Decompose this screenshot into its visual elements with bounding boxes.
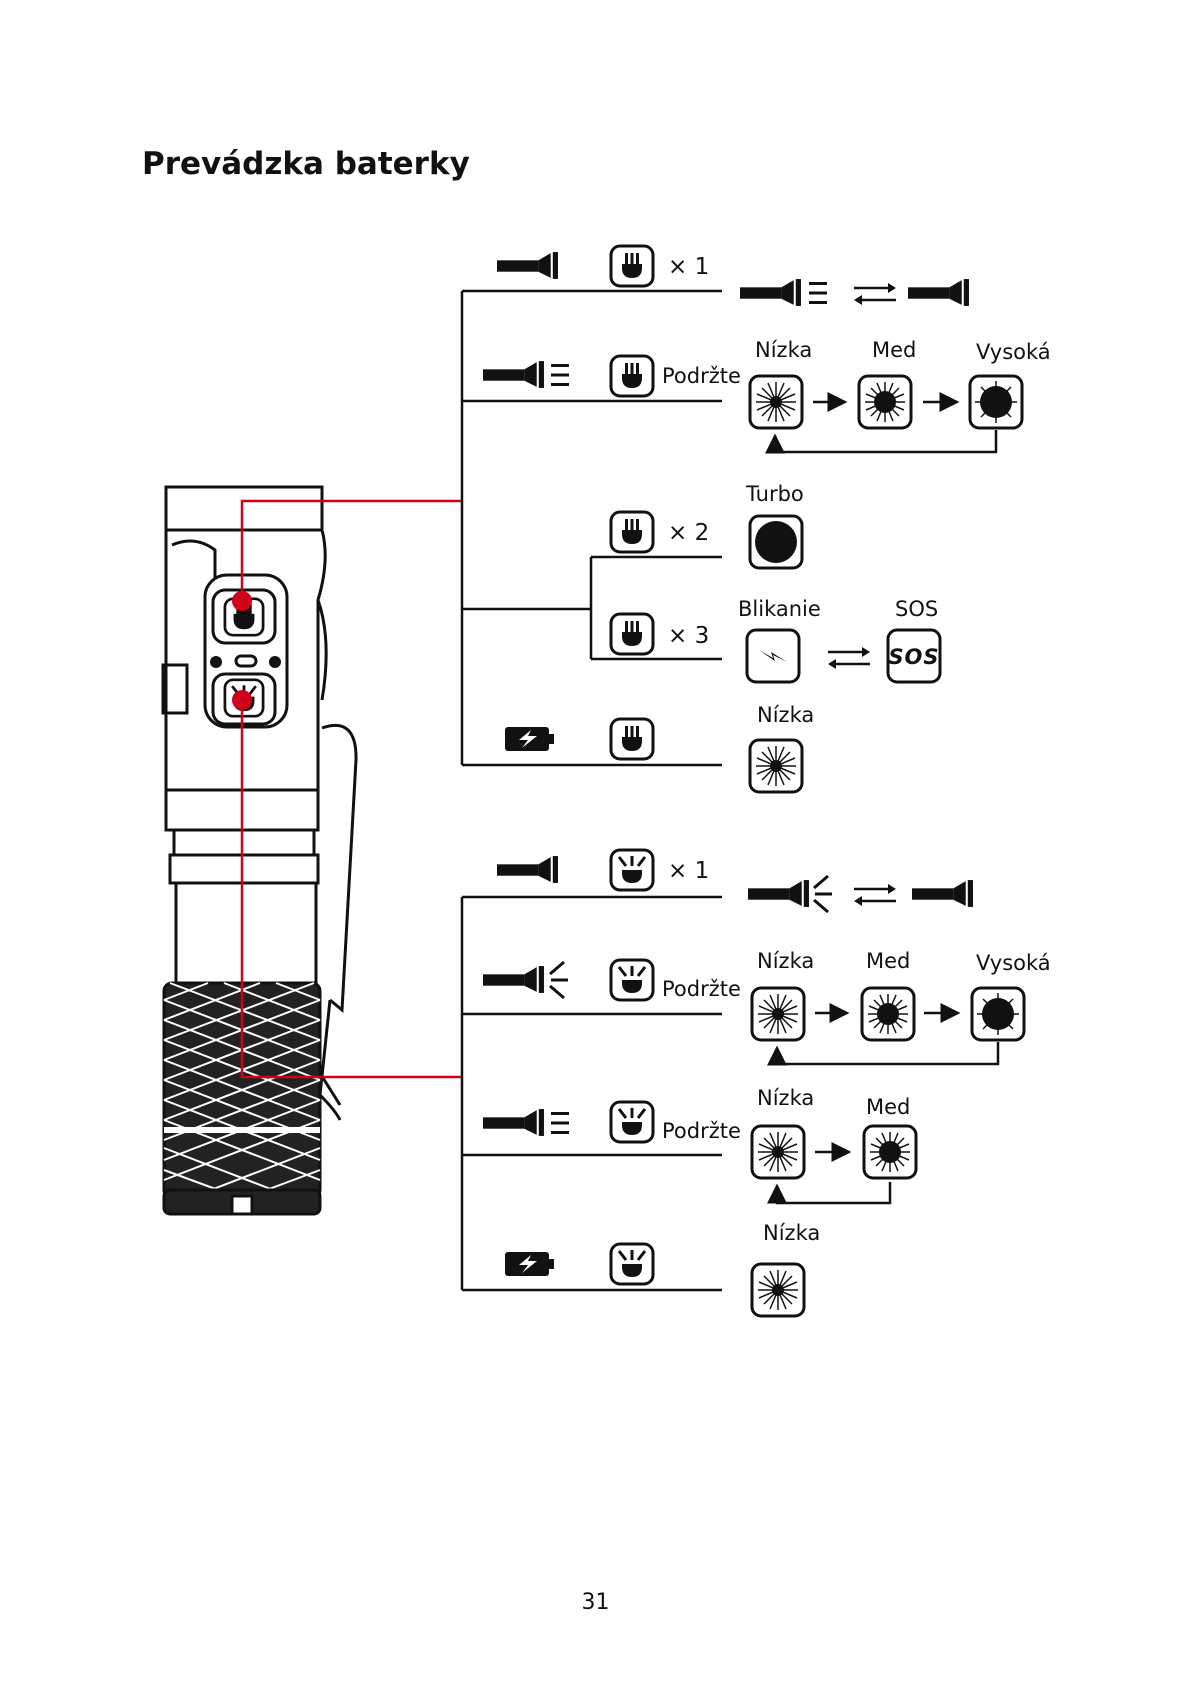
flashlight-icon bbox=[740, 279, 801, 306]
flashlight-icon bbox=[908, 279, 969, 306]
level-label-low: Nízka bbox=[757, 703, 814, 727]
main-beam-icon bbox=[809, 282, 827, 304]
flood-beam-icon bbox=[550, 962, 568, 998]
aux-button-icon bbox=[611, 1102, 653, 1142]
flashlight-icon bbox=[483, 1109, 544, 1136]
toggle-main-beam-result bbox=[740, 279, 969, 306]
main-beam-icon bbox=[551, 364, 569, 386]
level-label-low: Nízka bbox=[757, 949, 814, 973]
low-light-icon bbox=[750, 376, 802, 428]
mode-label-strobe: Blikanie bbox=[738, 597, 821, 621]
low-light-icon bbox=[750, 740, 802, 792]
sos-glyph: SOS bbox=[888, 645, 939, 669]
level-label-med: Med bbox=[866, 1095, 910, 1119]
main-button-icon bbox=[611, 512, 653, 552]
level-label-low: Nízka bbox=[755, 338, 812, 362]
press-hold-label: Podržte bbox=[662, 364, 741, 388]
toggle-flood-beam-result bbox=[748, 876, 973, 912]
toggle-arrows-icon bbox=[854, 283, 896, 305]
toggle-arrows-icon bbox=[854, 884, 896, 906]
high-light-icon bbox=[970, 376, 1022, 428]
level-label-high: Vysoká bbox=[976, 951, 1051, 975]
aux-button-icon bbox=[611, 960, 653, 1000]
level-label-med: Med bbox=[866, 949, 910, 973]
level-label-low: Nízka bbox=[757, 1086, 814, 1110]
flashlight-icon bbox=[912, 880, 973, 907]
low-light-icon bbox=[752, 988, 804, 1040]
flashlight-icon bbox=[497, 252, 558, 279]
flashlight-icon bbox=[483, 361, 544, 388]
bottom-button-tree bbox=[462, 897, 722, 1290]
main-button-marker bbox=[232, 591, 252, 611]
aux-button-icon bbox=[611, 1244, 653, 1284]
press-count-x3: × 3 bbox=[668, 623, 709, 649]
toggle-arrows-icon bbox=[828, 647, 870, 669]
main-button-icon bbox=[611, 719, 653, 759]
flashlight-illustration bbox=[163, 487, 356, 1214]
low-light-icon bbox=[752, 1126, 804, 1178]
page-number: 31 bbox=[0, 1590, 1191, 1615]
flashlight-icon bbox=[497, 856, 558, 883]
strobe-icon bbox=[747, 630, 799, 682]
turbo-light-icon bbox=[750, 516, 802, 568]
press-count-x1: × 1 bbox=[668, 254, 709, 280]
press-hold-label: Podržte bbox=[662, 1119, 741, 1143]
high-light-icon bbox=[972, 988, 1024, 1040]
medium-light-icon bbox=[864, 1126, 916, 1178]
mode-label-sos: SOS bbox=[895, 597, 938, 621]
main-beam-icon bbox=[551, 1112, 569, 1134]
aux-button-icon bbox=[611, 850, 653, 890]
level-label-low: Nízka bbox=[763, 1221, 820, 1245]
main-button-icon bbox=[611, 614, 653, 654]
press-hold-label: Podržte bbox=[662, 977, 741, 1001]
medium-light-icon bbox=[859, 376, 911, 428]
level-label-high: Vysoká bbox=[976, 340, 1051, 364]
battery-lightning-icon bbox=[505, 727, 554, 751]
flood-beam-icon bbox=[814, 876, 832, 912]
medium-light-icon bbox=[862, 988, 914, 1040]
low-light-icon bbox=[752, 1264, 804, 1316]
flashlight-icon bbox=[483, 966, 544, 993]
main-button-icon bbox=[611, 356, 653, 396]
press-count-x1: × 1 bbox=[668, 858, 709, 884]
aux-button-marker bbox=[232, 690, 252, 710]
flashlight-icon bbox=[748, 880, 809, 907]
level-label-turbo: Turbo bbox=[745, 482, 804, 506]
battery-lightning-icon bbox=[505, 1252, 554, 1276]
press-count-x2: × 2 bbox=[668, 520, 709, 546]
main-button-icon bbox=[611, 246, 653, 286]
level-label-med: Med bbox=[872, 338, 916, 362]
